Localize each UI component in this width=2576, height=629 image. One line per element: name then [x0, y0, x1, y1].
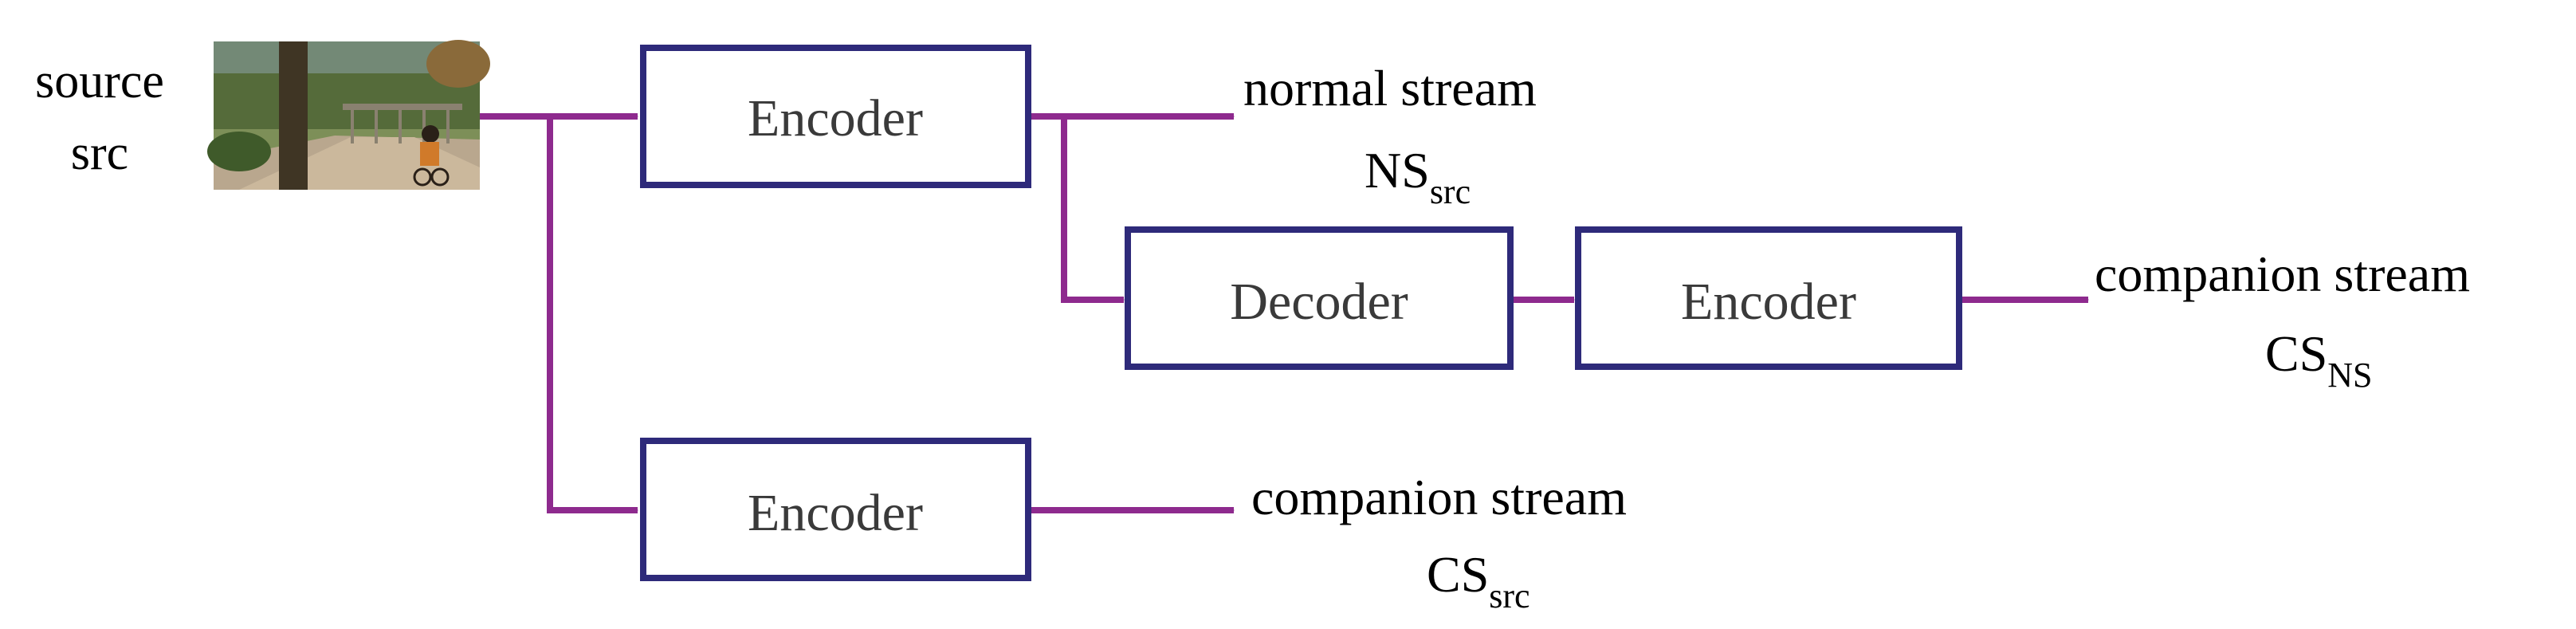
normal-stream-subscript: src — [1430, 172, 1471, 211]
encoder-top-block: Encoder — [640, 45, 1031, 188]
encoder-bottom-label: Encoder — [748, 484, 923, 542]
companion-src-symbol-main: CS — [1427, 546, 1489, 603]
companion-ns-symbol: CSNS — [2265, 325, 2373, 395]
arrow-source-to-encoder-bottom — [547, 116, 638, 513]
source-thumbnail — [207, 40, 490, 190]
encoder-bottom-block: Encoder — [640, 438, 1031, 581]
encoder-mid-block: Encoder — [1575, 226, 1962, 370]
decoder-block: Decoder — [1125, 226, 1514, 370]
normal-stream-symbol-main: NS — [1365, 142, 1430, 199]
source-sublabel: src — [71, 126, 128, 180]
arrow-normal-stream-to-decoder — [1061, 116, 1125, 303]
companion-src-symbol: CSsrc — [1427, 546, 1530, 615]
decoder-label: Decoder — [1230, 273, 1408, 331]
companion-ns-symbol-main: CS — [2265, 325, 2327, 382]
encoder-top-label: Encoder — [748, 89, 923, 147]
connectors — [480, 113, 2089, 513]
normal-stream-label: normal stream — [1243, 60, 1537, 116]
source-label: source — [35, 54, 164, 108]
normal-stream-symbol: NSsrc — [1365, 142, 1471, 211]
companion-ns-label: companion stream — [2095, 246, 2470, 302]
companion-src-label: companion stream — [1251, 469, 1627, 525]
companion-ns-subscript: NS — [2327, 356, 2372, 395]
companion-src-subscript: src — [1489, 576, 1530, 615]
encoder-mid-label: Encoder — [1681, 273, 1856, 331]
